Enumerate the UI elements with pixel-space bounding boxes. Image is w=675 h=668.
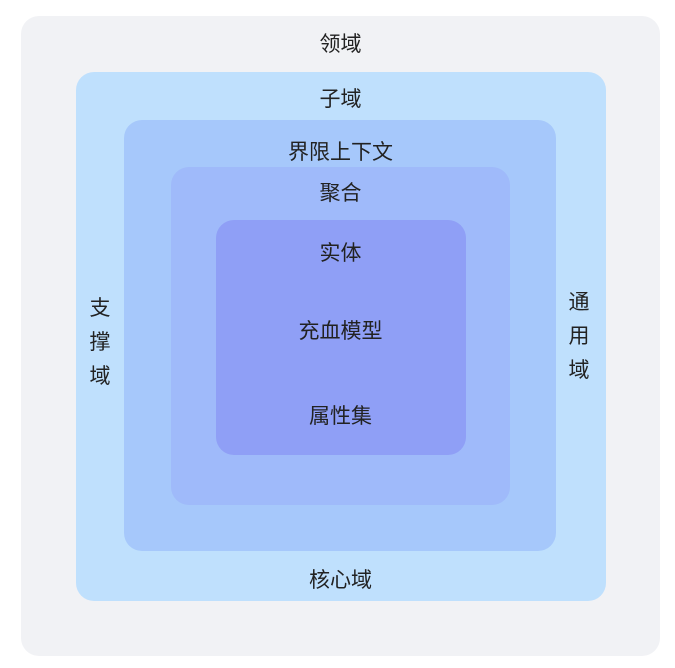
subdomain-label: 子域 bbox=[319, 87, 362, 111]
bounded-context-label: 界限上下文 bbox=[288, 140, 393, 164]
supporting-domain-label: 支撑域 bbox=[89, 296, 111, 388]
generic-domain-label: 通用域 bbox=[568, 290, 590, 382]
entity-label: 实体 bbox=[319, 241, 362, 265]
domain-label: 领域 bbox=[319, 32, 362, 56]
entity-box bbox=[216, 220, 466, 455]
core-domain-label: 核心域 bbox=[309, 568, 372, 592]
attribute-set-label: 属性集 bbox=[309, 404, 372, 428]
aggregate-label: 聚合 bbox=[319, 181, 362, 205]
rich-model-label: 充血模型 bbox=[298, 319, 383, 343]
